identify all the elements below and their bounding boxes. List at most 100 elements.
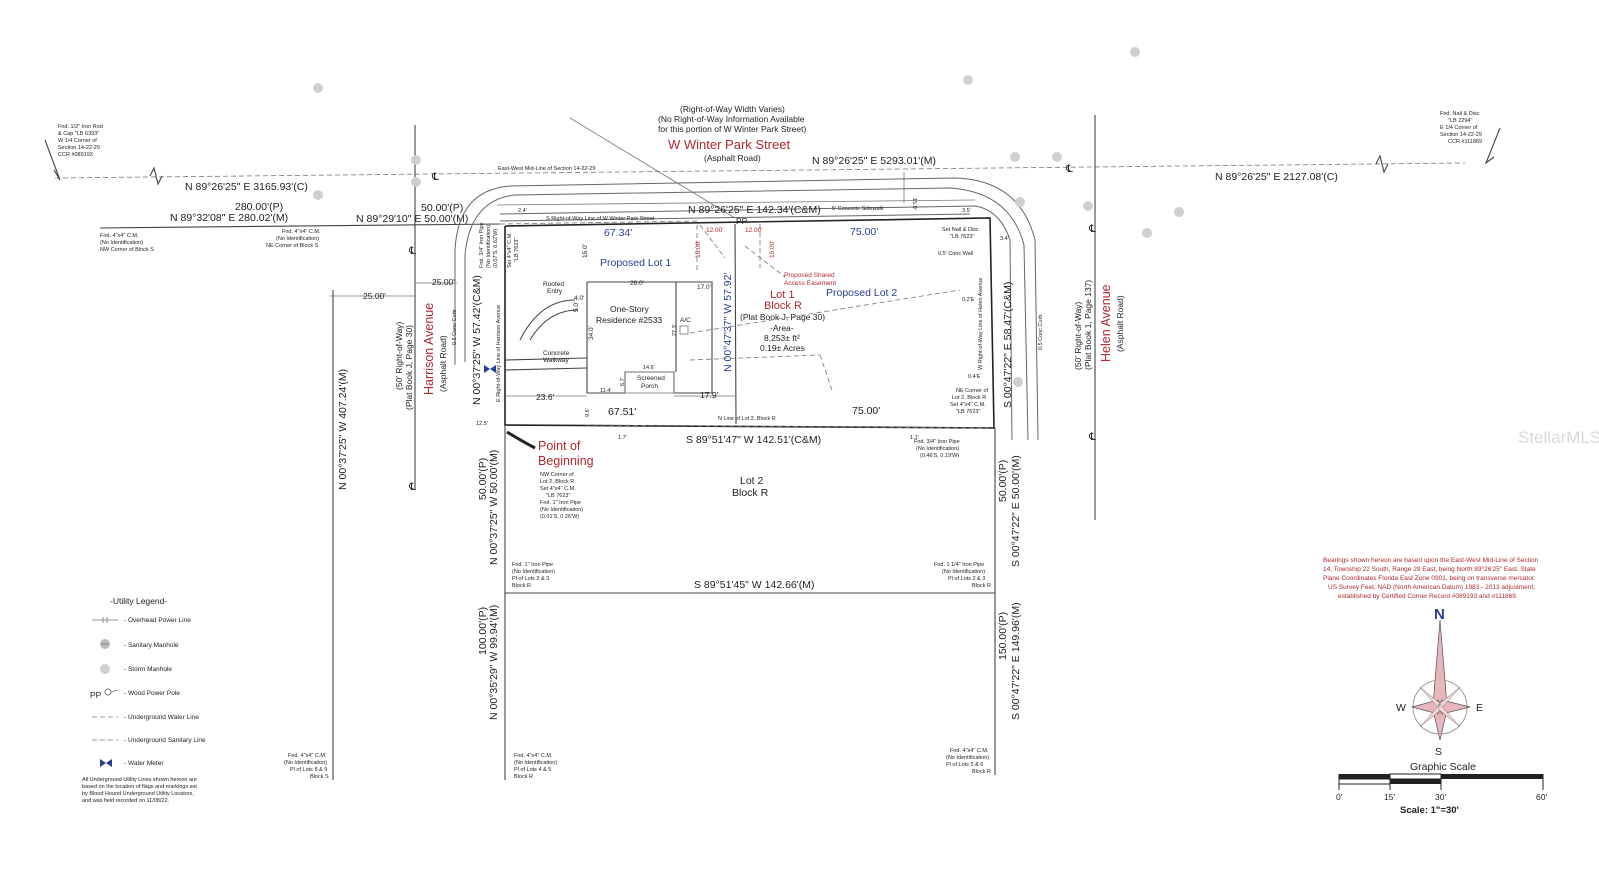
legend-item-water-meter: - Water Meter [100, 759, 164, 767]
scale-tick-0: 0' [1336, 792, 1343, 802]
watermark: StellarMLS [1518, 428, 1599, 447]
compass-n: N [1434, 606, 1445, 623]
area-label: -Area- [770, 323, 794, 333]
bearing-north-lot: N 89°26'25" E 142.34'(C&M) [688, 204, 821, 216]
harrison-avenue-labels: Harrison Avenue (50' Right-of-Way) (Plat… [394, 303, 448, 410]
svg-text:Set 4"x4" C.M.: Set 4"x4" C.M. [540, 486, 576, 492]
svg-text:"LB 7623": "LB 7623" [514, 238, 520, 262]
svg-text:Lot 2, Block R: Lot 2, Block R [540, 479, 574, 485]
legend-item-overhead-power: - Overhead Power Line [92, 617, 191, 624]
svg-text:(Asphalt Road): (Asphalt Road) [1115, 295, 1125, 352]
svg-text:Fnd. 4"x4" C.M.: Fnd. 4"x4" C.M. [100, 233, 139, 239]
svg-text:(No Identification): (No Identification) [276, 236, 319, 242]
svg-text:US Survey Feet, NAD (North Ame: US Survey Feet, NAD (North American Datu… [1328, 584, 1535, 591]
residence-label-2: Residence #2533 [596, 315, 662, 325]
svg-text:Fnd. 1" Iron Pipe: Fnd. 1" Iron Pipe [512, 562, 553, 568]
svg-text:℄: ℄ [1088, 223, 1096, 235]
pob-details: NW Corner of Lot 2, Block R Set 4"x4" C.… [540, 472, 583, 520]
lot1-block: Block R [764, 300, 802, 312]
svg-text:Plane Coordinates Florida East: Plane Coordinates Florida East Zone 0901… [1323, 575, 1536, 582]
sidewalk-label: 5' Concrete Sidewalk [832, 206, 884, 212]
dim-4: 4.0' [574, 295, 584, 302]
svg-text:CCR #111869: CCR #111869 [1448, 139, 1482, 145]
lot2-west-p: 50.00'(P) [477, 458, 489, 500]
svg-text:- Water Meter: - Water Meter [124, 760, 164, 767]
scale-tick-15: 15' [1384, 792, 1395, 802]
dim-27-3: 27.3' [672, 324, 678, 336]
dim-25-b: 25.00' [363, 291, 386, 301]
scale-tick-60: 60' [1536, 792, 1547, 802]
dim-3-5: 3.5' [962, 208, 971, 214]
roofed-label-1: Roofed [543, 281, 564, 288]
note-cm-lots56: Fnd. 4"x4" C.M. (No Identification) Pl o… [946, 748, 991, 775]
dim-1-7: 1.7' [618, 435, 627, 441]
bearing-top-right: N 89°26'25" E 2127.08'(C) [1215, 171, 1338, 183]
svg-text:Block R: Block R [512, 583, 531, 589]
svg-text:(No Identification): (No Identification) [512, 569, 555, 575]
bearing-lot-west: N 00°37'25" W 57.42'(C&M) [471, 275, 483, 405]
dim-34: 34.0' [588, 326, 595, 340]
street-name-harrison: Harrison Avenue [422, 303, 436, 395]
helen-curb: 0.5 Conc Curb [1038, 315, 1044, 350]
compass-w: W [1396, 702, 1406, 714]
porch-label-1: Screened [637, 375, 665, 382]
dim-15-a: 15.00' [695, 240, 702, 258]
legend-item-storm-manhole: - Storm Manhole [100, 664, 172, 674]
dim-75-top: 75.00' [850, 226, 878, 238]
note-pipe-lots23-e: Fnd. 1 1/4" Iron Pipe (No Identification… [934, 562, 991, 589]
easement-label-2: Access Easement [784, 280, 836, 287]
svg-text:℄: ℄ [431, 171, 439, 183]
dim-12-5: 12.5' [476, 421, 488, 427]
svg-text:"LB 7623": "LB 7623" [950, 234, 974, 240]
walk-label-1: Concrete [543, 350, 570, 357]
residence-label-1: One-Story [610, 304, 649, 314]
svg-text:℄: ℄ [408, 245, 416, 257]
svg-text:Fnd. 1 1/4" Iron Pipe: Fnd. 1 1/4" Iron Pipe [934, 562, 984, 568]
svg-text:- Sanitary Manhole: - Sanitary Manhole [124, 642, 179, 649]
residence-building [504, 281, 735, 397]
svg-text:- Overhead Power Line: - Overhead Power Line [124, 617, 191, 624]
compass-s: S [1435, 746, 1442, 758]
svg-text:CCR #089193: CCR #089193 [58, 152, 93, 158]
svg-text:Fnd. 4"x4" C.M.: Fnd. 4"x4" C.M. [514, 753, 553, 759]
helen-avenue-labels: Helen Avenue (50' Right-of-Way) (Plat Bo… [1073, 280, 1125, 370]
svg-text:Section 14-22-29: Section 14-22-29 [58, 145, 100, 151]
svg-text:℄: ℄ [1088, 431, 1096, 443]
wood-power-pole-icon: PP [90, 688, 119, 700]
svg-text:Bearings shown hereon are base: Bearings shown hereon are based upon the… [1323, 557, 1539, 564]
midline-label: East-West Mid-Line of Section 14-22-29 [498, 166, 595, 172]
sanitary-manhole-icon [100, 639, 110, 649]
bearing-lot-east: S 00°47'22" E 58.47'(C&M) [1002, 282, 1014, 408]
lot2-south: S 89°51'45" W 142.66'(M) [694, 579, 815, 591]
section-midline [44, 127, 1501, 186]
legend-item-sanitary-line: - Underground Sanitary Line [92, 737, 206, 744]
legend-item-sanitary-manhole: - Sanitary Manhole [100, 639, 179, 649]
utility-legend: -Utility Legend- - Overhead Power Line -… [82, 596, 206, 804]
legend-item-water-line: - Underground Water Line [92, 714, 199, 721]
svg-text:"LB 7623": "LB 7623" [956, 409, 980, 415]
lot2-east-p: 50.00'(P) [997, 460, 1009, 502]
svg-text:NE Corner of Block S: NE Corner of Block S [266, 243, 319, 249]
svg-text:by Blood Hound Underground Uti: by Blood Hound Underground Utility Locat… [82, 791, 194, 797]
dim-9-6: 9.6' [585, 408, 591, 417]
svg-text:E 1/4 Corner of: E 1/4 Corner of [1440, 125, 1478, 131]
svg-text:Pl of Lots 2 & 3: Pl of Lots 2 & 3 [948, 576, 985, 582]
plat-ref: (Plat Book J, Page 30) [740, 312, 825, 322]
easement-label-1: Proposed Shared [784, 272, 835, 279]
svg-text:Fnd. 4"x4" C.M.: Fnd. 4"x4" C.M. [950, 748, 989, 754]
svg-text:(50' Right-of-Way): (50' Right-of-Way) [1073, 301, 1083, 370]
dim-280-plat: 280.00'(P) [235, 201, 283, 213]
scale-tick-30: 30' [1435, 792, 1446, 802]
svg-text:- Storm Manhole: - Storm Manhole [124, 666, 172, 673]
dim-17: 17.0' [697, 284, 711, 291]
svg-text:Block R: Block R [972, 769, 991, 775]
dim-3-4: 3.4' [1000, 236, 1009, 242]
dim-2-4: 2.4' [518, 208, 527, 214]
dim-1-1: 1.1' [910, 435, 919, 441]
porch-label-2: Porch [641, 383, 658, 390]
svg-text:℄: ℄ [408, 481, 416, 493]
svg-text:Set Nail & Disc: Set Nail & Disc [942, 227, 979, 233]
n-line-lot2: N Line of Lot 2, Block R [718, 416, 776, 422]
svg-text:PP: PP [90, 690, 102, 700]
dim-67-51: 67.51' [608, 406, 636, 418]
